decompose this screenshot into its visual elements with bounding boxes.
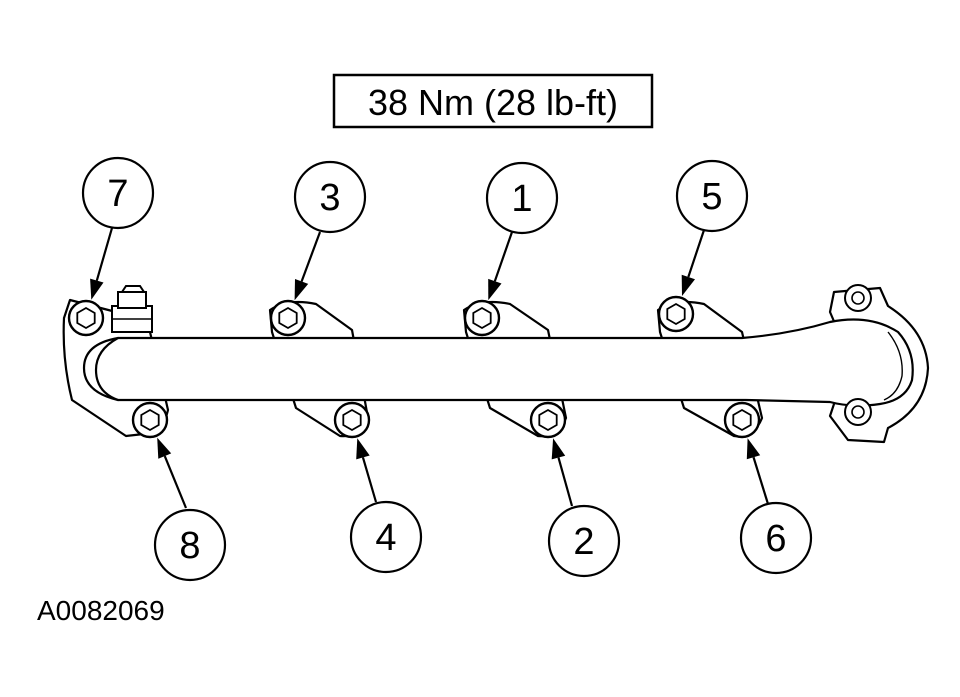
callout-circle <box>675 159 749 233</box>
callout-leader-line <box>361 457 378 503</box>
callout-3: 3 <box>293 160 367 301</box>
exhaust-manifold <box>62 284 930 444</box>
callout-leader-line <box>95 227 114 281</box>
egr-fitting <box>111 285 153 333</box>
bolts <box>67 295 761 439</box>
bolt-head <box>529 401 567 439</box>
callout-circle <box>81 156 155 230</box>
callout-arrowhead <box>356 438 370 460</box>
bolt-hex <box>140 408 160 432</box>
bolt-head <box>333 401 371 439</box>
callout-number: 5 <box>701 176 722 218</box>
callout-number: 1 <box>511 178 532 220</box>
callout-2: 2 <box>547 438 621 578</box>
outlet-stud-upper <box>844 284 872 312</box>
callout-circle <box>485 161 559 235</box>
bolt-hex <box>472 306 492 330</box>
manifold-tube <box>82 318 914 407</box>
callout-arrowhead <box>90 278 104 300</box>
callout-leader-line <box>557 457 574 507</box>
callout-circle <box>547 504 621 578</box>
egr-fitting-body <box>117 291 147 309</box>
egr-fitting-tip <box>120 285 146 293</box>
callout-leader-line <box>752 456 770 505</box>
callout-8: 8 <box>153 437 227 582</box>
callouts: 7 3 1 5 8 4 2 6 <box>81 156 813 582</box>
callout-arrowhead <box>681 274 695 296</box>
torque-spec-frame <box>332 73 654 129</box>
manifold-outlet-inner <box>883 331 903 401</box>
bolt-hex <box>278 306 298 330</box>
manifold-tube-end <box>94 336 120 402</box>
bolt-hex <box>538 408 558 432</box>
bolt-head <box>463 299 501 337</box>
bolt-head <box>723 401 761 439</box>
bolt-hex <box>342 408 362 432</box>
callout-number: 8 <box>179 525 200 567</box>
callout-arrowhead <box>746 438 761 460</box>
figure-id: A0082069 <box>37 595 165 626</box>
callout-leader-line <box>300 231 322 282</box>
callout-arrowhead <box>551 438 566 460</box>
bolt-hex <box>732 408 752 432</box>
callout-leader-line <box>163 455 188 509</box>
callout-number: 7 <box>107 173 128 215</box>
callout-number: 2 <box>573 521 594 563</box>
callout-7: 7 <box>81 156 155 300</box>
callout-circle <box>739 501 813 575</box>
callout-leader-line <box>493 231 514 282</box>
callout-leader-line <box>687 229 706 278</box>
callout-circle <box>153 508 227 582</box>
callout-number: 6 <box>765 518 786 560</box>
bolt-hex <box>76 306 96 330</box>
callout-arrowhead <box>294 279 309 301</box>
callout-1: 1 <box>485 161 559 301</box>
torque-spec-box: 38 Nm (28 lb-ft) <box>332 73 654 129</box>
callout-arrowhead <box>157 437 172 459</box>
callout-number: 4 <box>375 517 396 559</box>
callout-number: 3 <box>319 177 340 219</box>
bolt-head <box>657 295 695 333</box>
callout-4: 4 <box>349 438 423 574</box>
callout-circle <box>349 500 423 574</box>
bolt-hex <box>666 302 686 326</box>
bolt-head <box>67 299 105 337</box>
callout-6: 6 <box>739 438 813 575</box>
bolt-head <box>269 299 307 337</box>
callout-circle <box>293 160 367 234</box>
bolt-head <box>131 401 169 439</box>
torque-spec-label: 38 Nm (28 lb-ft) <box>368 82 618 123</box>
outlet-stud-lower <box>844 398 872 426</box>
callout-arrowhead <box>488 278 502 301</box>
callout-5: 5 <box>675 159 749 296</box>
